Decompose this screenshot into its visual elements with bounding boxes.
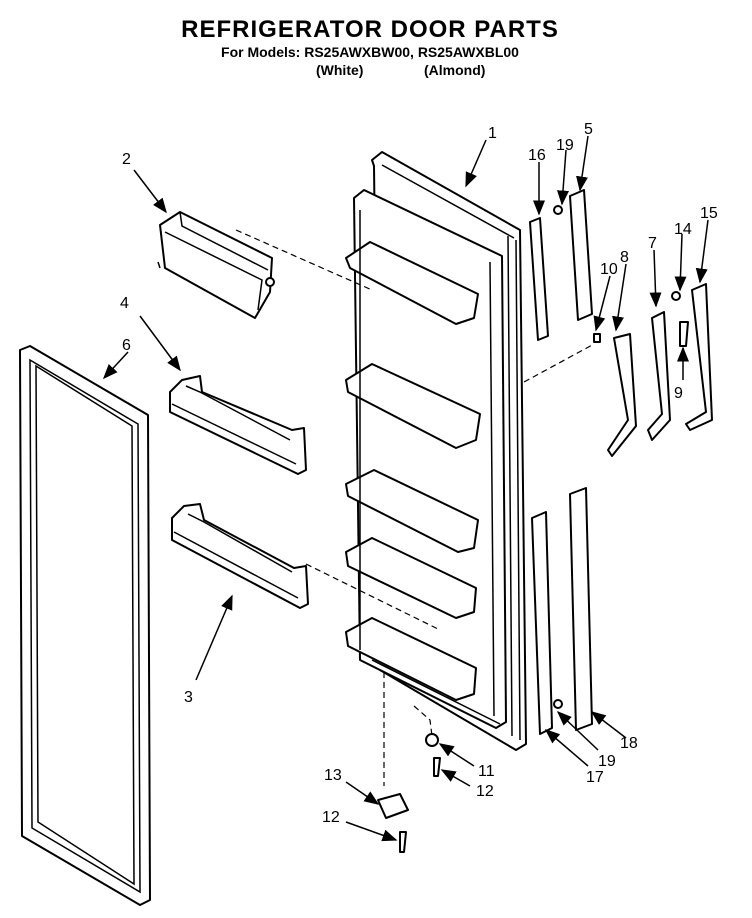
callout-13: 13 xyxy=(324,767,342,784)
callout-12-lower: 12 xyxy=(322,809,340,826)
callout-3: 3 xyxy=(184,689,193,706)
handle-part-7 xyxy=(647,311,671,441)
page-title: REFRIGERATOR DOOR PARTS xyxy=(181,16,559,43)
hinge-bushing-11 xyxy=(425,733,439,747)
screw-12-lower xyxy=(399,831,407,853)
callout-19-top: 19 xyxy=(556,137,574,154)
callout-8: 8 xyxy=(620,249,629,266)
screw-19-bottom xyxy=(553,699,563,709)
color-almond-label: (Almond) xyxy=(424,62,486,78)
callout-17: 17 xyxy=(586,769,604,786)
callout-18: 18 xyxy=(620,735,638,752)
callout-7: 7 xyxy=(648,235,657,252)
upper-door-bin xyxy=(169,375,307,475)
callout-16: 16 xyxy=(528,147,546,164)
dairy-door-part xyxy=(157,211,275,319)
color-white-label: (White) xyxy=(316,62,364,78)
callout-11: 11 xyxy=(478,763,495,780)
part-10 xyxy=(593,333,601,343)
screw-19-top xyxy=(553,205,563,215)
hinge-bracket-13 xyxy=(377,793,409,819)
handle-part-15 xyxy=(685,283,713,431)
trim-strip-17 xyxy=(531,511,553,735)
callout-2: 2 xyxy=(122,151,131,168)
callout-9: 9 xyxy=(674,385,683,402)
callout-19-bottom: 19 xyxy=(598,753,616,770)
callout-6: 6 xyxy=(122,337,131,354)
door-liner xyxy=(345,151,527,751)
lower-door-bin xyxy=(171,503,309,609)
callout-14: 14 xyxy=(674,221,692,238)
leader-line xyxy=(305,563,441,631)
handle-trim-18 xyxy=(569,487,593,731)
callout-1: 1 xyxy=(488,125,497,142)
leader-line xyxy=(235,229,373,291)
callout-15: 15 xyxy=(700,205,718,222)
handle-trim-5 xyxy=(569,189,593,321)
screw-12-upper xyxy=(433,757,441,777)
leader-line xyxy=(413,705,433,737)
models-line: For Models: RS25AWXBW00, RS25AWXBL00 xyxy=(221,44,519,60)
callout-5: 5 xyxy=(584,121,593,138)
callout-12-upper: 12 xyxy=(476,783,494,800)
leader-line xyxy=(523,343,595,383)
trim-strip-16 xyxy=(529,217,549,341)
callout-arrows xyxy=(102,135,709,842)
door-gasket xyxy=(19,345,151,906)
callout-4: 4 xyxy=(120,295,129,312)
handle-part-8 xyxy=(607,333,637,457)
callout-10: 10 xyxy=(600,261,618,278)
screw-14 xyxy=(671,291,681,301)
part-9 xyxy=(679,321,689,347)
